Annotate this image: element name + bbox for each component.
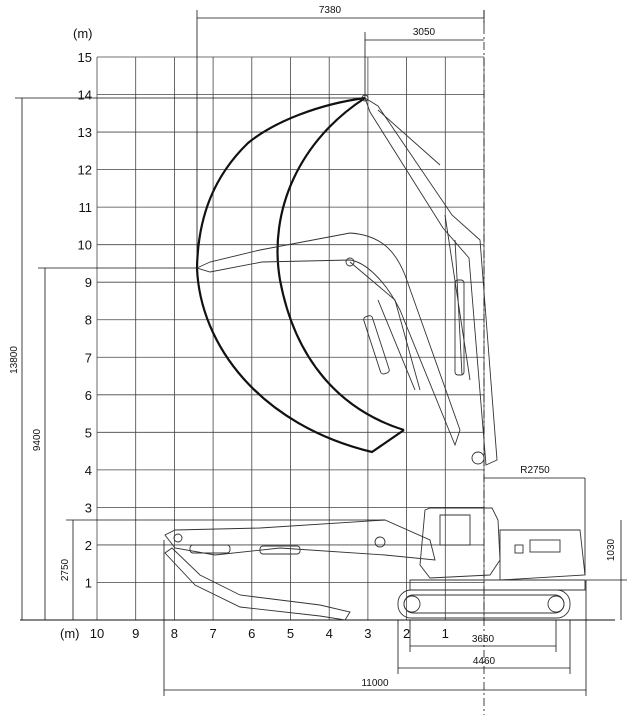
dim-9400: 9400 [32, 428, 43, 451]
digging-envelope-outer [195, 96, 366, 269]
excavator-body [409, 507, 586, 591]
y-tick-label: 9 [85, 275, 92, 290]
x-tick-label: 3 [364, 626, 371, 641]
undercarriage-tracks [397, 589, 571, 619]
dimension-lines [15, 10, 627, 696]
digging-envelope-inner [276, 97, 405, 432]
boom-mid [195, 232, 461, 447]
x-tick-label: 2 [403, 626, 410, 641]
y-tick-label: 1 [85, 575, 92, 590]
y-tick-label: 3 [85, 500, 92, 515]
dim-7380: 7380 [319, 5, 342, 16]
x-tick-label: 6 [248, 626, 255, 641]
dim-3660: 3660 [472, 634, 495, 645]
y-tick-label: 6 [85, 388, 92, 403]
x-tick-label: 10 [90, 626, 104, 641]
x-tick-labels: 10 9 8 7 6 5 4 3 2 1 [90, 626, 449, 641]
grid [96, 56, 485, 621]
y-unit-label: (m) [73, 26, 93, 41]
boom-ground [164, 519, 436, 621]
dim-11000: 11000 [361, 678, 389, 689]
dim-r2750: R2750 [520, 465, 550, 476]
x-tick-label: 5 [287, 626, 294, 641]
x-unit-label: (m) [60, 626, 80, 641]
y-tick-label: 10 [78, 238, 92, 253]
boom-raised [361, 94, 498, 466]
dim-13800: 13800 [9, 346, 20, 374]
y-tick-labels: 15 14 13 12 11 10 9 8 7 6 5 4 3 2 1 [78, 50, 92, 590]
y-tick-label: 2 [85, 538, 92, 553]
y-tick-label: 7 [85, 350, 92, 365]
digging-envelope-return [195, 267, 405, 454]
x-tick-label: 7 [209, 626, 216, 641]
y-tick-label: 15 [78, 50, 92, 65]
y-tick-label: 8 [85, 313, 92, 328]
dim-1030: 1030 [606, 538, 617, 561]
x-tick-label: 8 [171, 626, 178, 641]
x-tick-label: 9 [132, 626, 139, 641]
y-tick-label: 13 [78, 125, 92, 140]
x-tick-label: 1 [442, 626, 449, 641]
dim-4460: 4460 [473, 656, 496, 667]
dim-3050: 3050 [413, 27, 436, 38]
dim-2750: 2750 [60, 558, 71, 581]
y-tick-label: 12 [78, 163, 92, 178]
y-tick-label: 5 [85, 425, 92, 440]
x-tick-label: 4 [326, 626, 333, 641]
y-tick-label: 11 [79, 200, 93, 215]
y-tick-label: 14 [78, 88, 92, 103]
y-tick-label: 4 [85, 463, 92, 478]
